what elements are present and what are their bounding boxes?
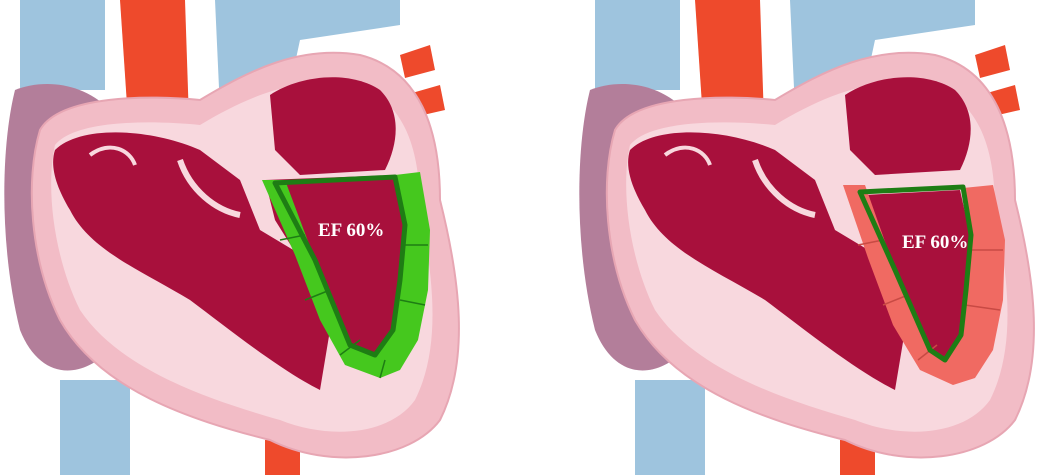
superior-vena-cava (595, 0, 680, 90)
inferior-vena-cava (635, 380, 705, 475)
heart-illustration-right: EF 60% (575, 0, 1059, 475)
inferior-vena-cava (60, 380, 130, 475)
heart-panel-left: EF 60% (0, 0, 500, 475)
superior-vena-cava (20, 0, 105, 90)
heart-illustration-left: EF 60% (0, 0, 500, 475)
pulmonary-vein-1 (975, 45, 1010, 78)
left-atrium (270, 77, 396, 175)
pulmonary-vein-1 (400, 45, 435, 78)
left-atrium (845, 77, 971, 175)
ef-label: EF 60% (318, 220, 384, 241)
heart-panel-right: EF 60% (575, 0, 1059, 475)
ef-label: EF 60% (902, 232, 968, 253)
